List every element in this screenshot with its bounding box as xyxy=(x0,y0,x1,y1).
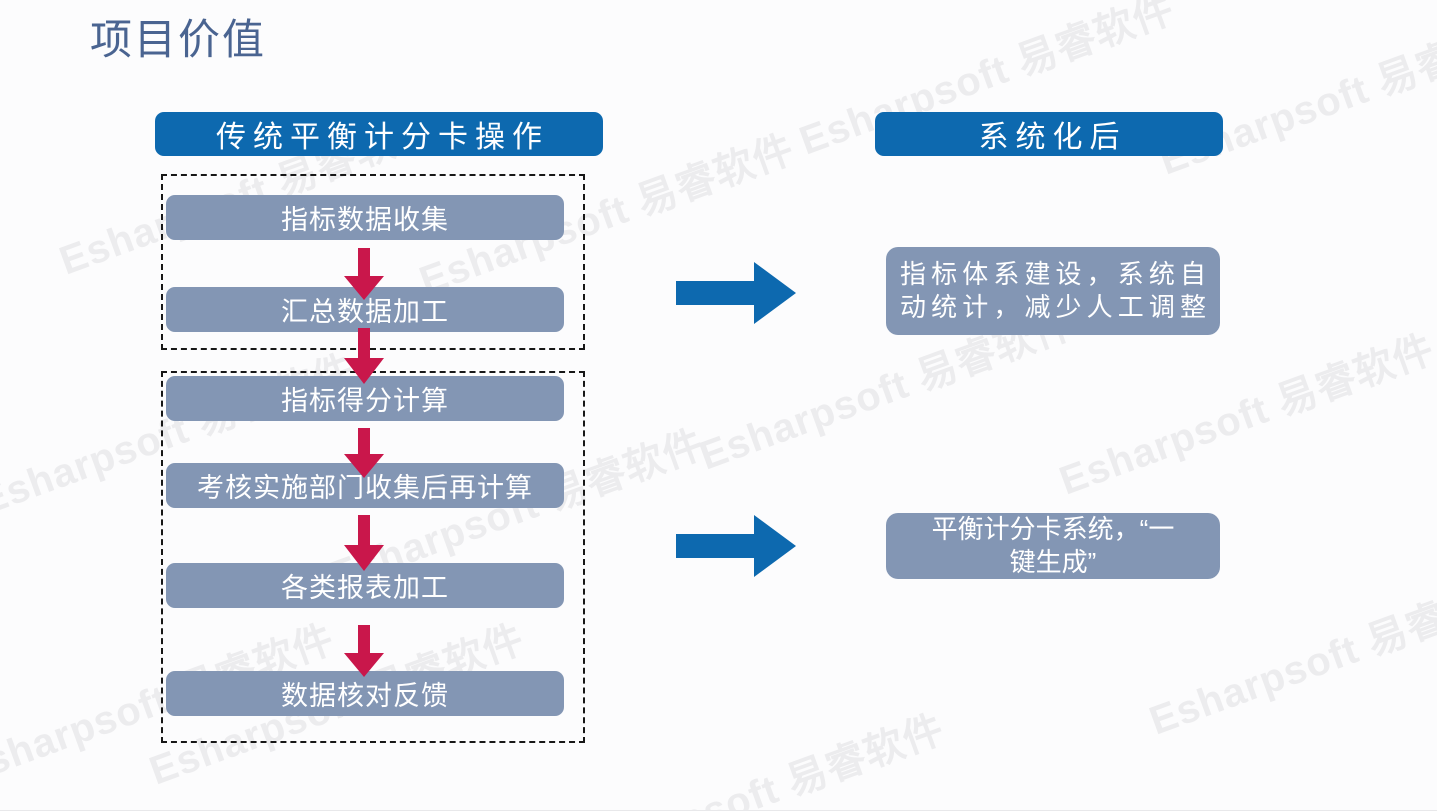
process-box-indicator-data-collection: 指标数据收集 xyxy=(166,195,564,240)
process-box-indicator-scoring: 指标得分计算 xyxy=(166,376,564,421)
watermark-text: Esharpsoft 易睿软件 xyxy=(1053,326,1437,504)
watermark-text: Esharpsoft 易睿软件 xyxy=(1153,6,1437,184)
down-arrow-icon xyxy=(344,248,384,300)
result-box-indicator-system: 指标体系建设，系统自 动统计，减少人工调整 xyxy=(886,247,1220,335)
result-line-1: 平衡计分卡系统，“一 xyxy=(931,513,1175,544)
watermark-text: Esharpsoft 易睿软件 xyxy=(1143,566,1437,744)
result-box-scorecard-system: 平衡计分卡系统，“一 键生成” xyxy=(886,513,1220,579)
result-line-2: 键生成” xyxy=(1009,547,1097,577)
column-header-systemized: 系统化后 xyxy=(875,112,1223,156)
right-block-arrow-icon xyxy=(676,262,796,324)
process-box-report-processing: 各类报表加工 xyxy=(166,563,564,608)
process-box-department-recalculation: 考核实施部门收集后再计算 xyxy=(166,463,564,508)
result-line-1: 指标体系建设，系统自 xyxy=(900,258,1206,289)
down-arrow-icon xyxy=(344,328,384,384)
down-arrow-icon xyxy=(344,428,384,478)
right-block-arrow-icon xyxy=(676,515,796,577)
column-header-traditional: 传统平衡计分卡操作 xyxy=(155,112,603,156)
process-box-data-verification-feedback: 数据核对反馈 xyxy=(166,671,564,716)
down-arrow-icon xyxy=(344,515,384,571)
watermark-text: Esharpsoft 易睿软件 xyxy=(563,706,951,810)
result-line-2: 动统计，减少人工调整 xyxy=(900,292,1206,322)
down-arrow-icon xyxy=(344,625,384,677)
dashed-group-data-collection xyxy=(161,174,585,350)
page-title: 项目价值 xyxy=(90,16,267,63)
